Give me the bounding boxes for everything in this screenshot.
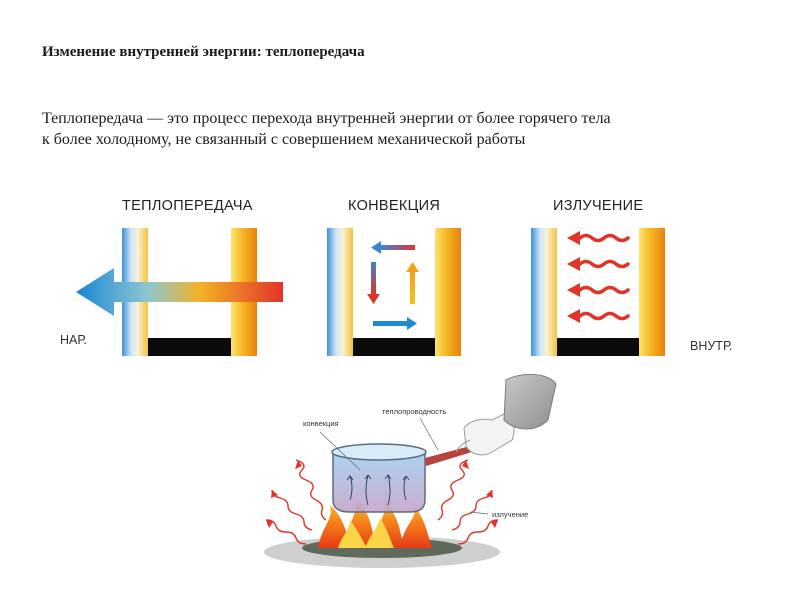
fire-radiation-lines bbox=[265, 459, 499, 545]
panel-label-radiation: ИЗЛУЧЕНИЕ bbox=[553, 198, 644, 214]
fire bbox=[318, 498, 432, 548]
convection-panel bbox=[327, 228, 461, 356]
hand bbox=[455, 374, 557, 456]
floor-block bbox=[353, 338, 435, 356]
radiation-panel bbox=[531, 228, 665, 356]
label-convection: конвекция bbox=[303, 419, 339, 428]
slide-title: Изменение внутренней энергии: теплоперед… bbox=[42, 44, 365, 60]
floor-block bbox=[148, 338, 231, 356]
cold-wall bbox=[327, 228, 353, 356]
pot-handle bbox=[425, 446, 472, 466]
radiation-arrowhead bbox=[567, 231, 580, 245]
label-radiation: излучение bbox=[492, 510, 528, 519]
floor-block bbox=[557, 338, 639, 356]
panel-label-convection: КОНВЕКЦИЯ bbox=[348, 198, 441, 214]
hot-wall bbox=[639, 228, 665, 356]
slide-definition: Теплопередача — это процесс перехода вну… bbox=[42, 108, 772, 150]
radiation-arrowhead bbox=[567, 257, 580, 271]
convection-arrow-top bbox=[371, 241, 415, 254]
cold-wall bbox=[531, 228, 557, 356]
convection-arrow-bottom bbox=[373, 317, 417, 330]
radiation-wave bbox=[578, 285, 630, 295]
convection-arrow-left bbox=[367, 262, 380, 304]
pot-fire-illustration: конвекция теплопроводность излучение bbox=[264, 374, 557, 568]
outside-label: НАР. bbox=[60, 333, 87, 347]
pot bbox=[331, 443, 472, 513]
radiation-wave bbox=[578, 259, 630, 269]
hot-wall bbox=[435, 228, 461, 356]
heat-flow-arrow bbox=[76, 268, 283, 316]
definition-line-1: Теплопередача — это процесс перехода вну… bbox=[42, 110, 611, 127]
radiation-arrowhead bbox=[567, 309, 580, 323]
radiation-wave bbox=[578, 311, 630, 321]
convection-arrow-right bbox=[406, 262, 419, 304]
inside-label: ВНУТР. bbox=[690, 339, 733, 353]
radiation-wave bbox=[578, 233, 630, 243]
conduction-panel bbox=[76, 228, 283, 356]
radiation-arrowhead bbox=[567, 283, 580, 297]
label-conduction: теплопроводность bbox=[382, 407, 446, 416]
panel-label-conduction: ТЕПЛОПЕРЕДАЧА bbox=[122, 198, 253, 214]
definition-line-2: к более холодному, не связанный с соверш… bbox=[42, 131, 526, 148]
